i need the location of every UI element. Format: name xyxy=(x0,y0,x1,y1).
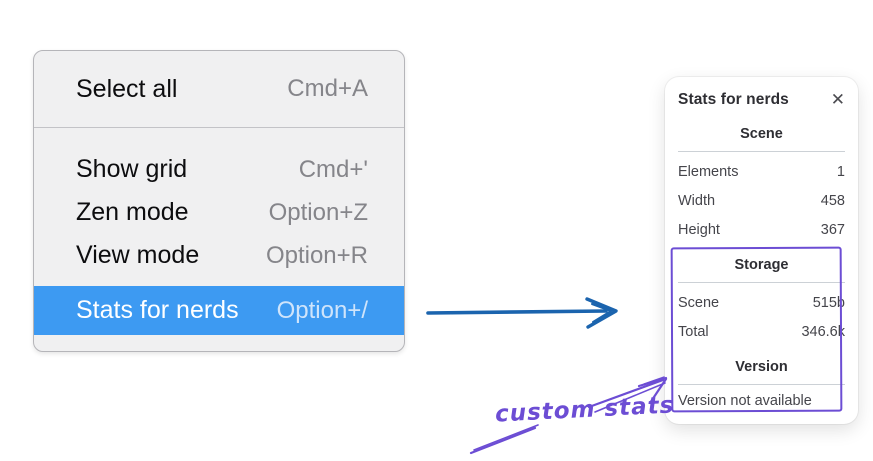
section-rows: Scene 515b Total 346.6k xyxy=(678,283,845,346)
menu-item-shortcut: Cmd+' xyxy=(298,155,368,183)
menu-item-label: Stats for nerds xyxy=(76,296,239,324)
menu-divider xyxy=(34,127,404,128)
menu-item-view-mode[interactable]: View mode Option+R xyxy=(34,234,404,277)
menu-item-stats-for-nerds[interactable]: Stats for nerds Option+/ xyxy=(34,286,404,335)
menu-item-label: Zen mode xyxy=(76,198,189,226)
stat-value: 515b xyxy=(812,294,845,311)
menu-item-label: Show grid xyxy=(76,155,188,183)
stat-label: Width xyxy=(678,192,716,209)
annotation-label: custom stats xyxy=(494,392,675,428)
section-scene: Scene Elements 1 Width 458 Height 367 xyxy=(678,126,845,244)
stat-label: Total xyxy=(678,323,709,340)
version-note: Version not available xyxy=(678,393,812,409)
stat-label: Scene xyxy=(678,294,720,311)
section-divider xyxy=(678,151,845,152)
stat-label: Elements xyxy=(678,163,739,180)
stat-value: 458 xyxy=(820,192,845,209)
section-storage: Storage Scene 515b Total 346.6k xyxy=(678,257,845,346)
section-divider xyxy=(678,282,845,283)
stat-value: 346.6k xyxy=(801,323,845,340)
stat-row-total-size: Total 346.6k xyxy=(678,317,845,346)
section-divider xyxy=(678,384,845,385)
stats-panel-title: Stats for nerds xyxy=(678,91,789,108)
stat-row-scene-size: Scene 515b xyxy=(678,288,845,317)
stats-panel-header: Stats for nerds ✕ xyxy=(678,87,845,113)
section-heading: Scene xyxy=(740,126,783,142)
menu-item-zen-mode[interactable]: Zen mode Option+Z xyxy=(34,191,404,234)
menu-group: Show grid Cmd+' Zen mode Option+Z View m… xyxy=(34,128,404,335)
close-button[interactable]: ✕ xyxy=(830,89,845,110)
menu-item-show-grid[interactable]: Show grid Cmd+' xyxy=(34,148,404,191)
stat-row-height: Height 367 xyxy=(678,215,845,244)
menu-item-shortcut: Cmd+A xyxy=(287,75,368,102)
menu-item-shortcut: Option+/ xyxy=(276,296,368,324)
stat-row-width: Width 458 xyxy=(678,186,845,215)
section-rows: Elements 1 Width 458 Height 367 xyxy=(678,152,845,244)
stat-label: Height xyxy=(678,221,720,238)
section-version: Version Version not available xyxy=(678,359,845,409)
section-heading: Version xyxy=(735,359,788,375)
menu-item-label: View mode xyxy=(76,241,200,269)
close-icon: ✕ xyxy=(830,89,845,110)
menu-item-label: Select all xyxy=(76,74,178,103)
stat-value: 1 xyxy=(836,163,845,180)
section-heading: Storage xyxy=(734,257,789,273)
menu-item-shortcut: Option+Z xyxy=(268,198,368,226)
stat-row-elements: Elements 1 xyxy=(678,157,845,186)
menu-item-select-all[interactable]: Select all Cmd+A xyxy=(34,51,404,127)
context-menu: Select all Cmd+A Show grid Cmd+' Zen mod… xyxy=(33,50,405,352)
stat-value: 367 xyxy=(820,221,845,238)
stats-panel: Stats for nerds ✕ Scene Elements 1 Width… xyxy=(665,77,858,424)
menu-item-shortcut: Option+R xyxy=(265,241,368,269)
